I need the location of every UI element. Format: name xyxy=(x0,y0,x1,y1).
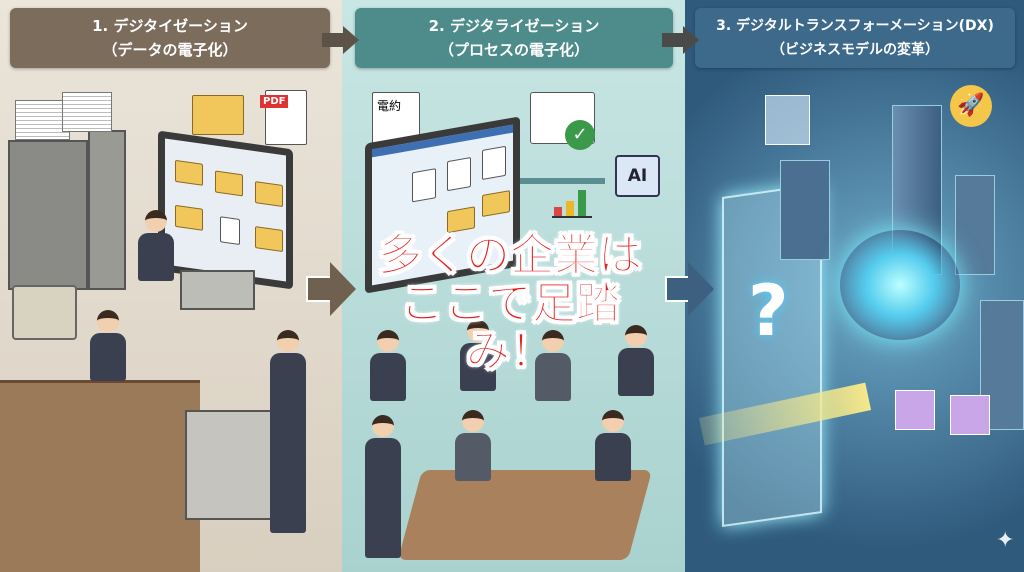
callout-line-1: 多くの企業は xyxy=(378,230,643,281)
arrow-right-icon xyxy=(683,26,699,54)
arrow-right-icon xyxy=(322,33,344,47)
office-worker xyxy=(270,330,306,533)
scanner xyxy=(185,410,285,520)
holo-screen xyxy=(950,395,990,435)
step-2-header: 2. デジタライゼーション （プロセスの電子化） xyxy=(355,8,673,68)
file-cabinet xyxy=(88,130,126,290)
hologram-platform xyxy=(840,230,960,340)
office-worker xyxy=(365,415,401,558)
monitor xyxy=(158,130,293,290)
step-2-subtitle: （プロセスの電子化） xyxy=(438,41,589,59)
arrow-right-icon xyxy=(330,262,356,316)
office-worker xyxy=(455,410,491,481)
sparkle-icon: ✦ xyxy=(996,528,1015,553)
pdf-document-icon: PDF xyxy=(260,90,307,145)
arrow-right-icon xyxy=(688,262,714,316)
building xyxy=(780,160,830,260)
office-worker xyxy=(460,320,496,391)
crt-computer xyxy=(12,285,77,340)
arrow-right-icon xyxy=(665,276,689,302)
contract-label: 電約 xyxy=(377,99,402,113)
check-circle-icon: ✓ xyxy=(565,120,595,150)
building xyxy=(955,175,995,275)
folder-icon xyxy=(192,95,244,135)
step-1-header: 1. デジタイゼーション （データの電子化） xyxy=(10,8,330,68)
scanner xyxy=(180,270,255,310)
paper-stack xyxy=(62,92,112,132)
meeting-table xyxy=(397,470,653,560)
step-3-header: 3. デジタルトランスフォーメーション(DX) （ビジネスモデルの変革） xyxy=(695,8,1015,68)
desk xyxy=(0,380,200,572)
office-worker xyxy=(595,410,631,481)
building xyxy=(980,300,1024,430)
pdf-label: PDF xyxy=(260,95,289,108)
arrow-right-icon xyxy=(306,276,332,302)
holo-screen xyxy=(765,95,810,145)
arrow-right-icon xyxy=(343,26,359,54)
holo-screen xyxy=(895,390,935,430)
office-worker xyxy=(370,330,406,401)
question-mark-icon: ? xyxy=(748,270,789,352)
ai-chip-icon: AI xyxy=(615,155,660,197)
file-cabinet xyxy=(8,140,88,290)
callout-text: 多くの企業は ここで足踏み！ xyxy=(360,230,660,377)
office-worker xyxy=(535,330,571,401)
arrow-right-icon xyxy=(662,33,684,47)
step-3-subtitle: （ビジネスモデルの変革） xyxy=(771,42,939,58)
bar-chart-icon xyxy=(552,188,592,218)
callout-line-2: ここで足踏み！ xyxy=(400,278,621,377)
step-2-title: 2. デジタライゼーション xyxy=(428,17,600,35)
flow-arrow xyxy=(485,178,605,184)
step-1-title: 1. デジタイゼーション xyxy=(92,17,248,35)
rocket-icon: 🚀 xyxy=(950,85,992,127)
step-1-subtitle: （データの電子化） xyxy=(102,41,238,59)
office-worker xyxy=(618,325,654,396)
office-worker xyxy=(138,210,174,281)
office-worker xyxy=(90,310,126,381)
step-3-title: 3. デジタルトランスフォーメーション(DX) xyxy=(716,18,994,34)
